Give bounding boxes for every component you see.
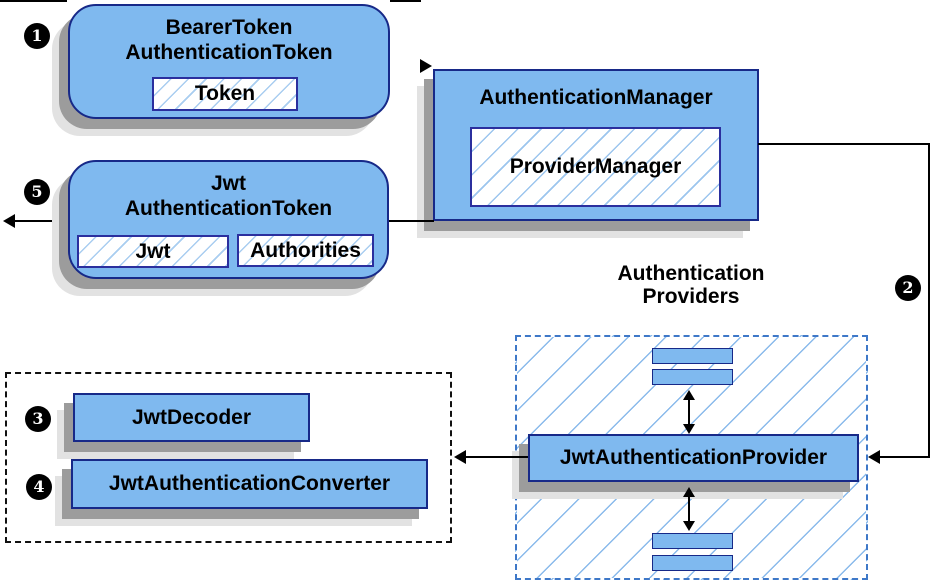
step-badge-5-label: 5	[31, 182, 43, 201]
connector-into-provider	[878, 456, 930, 458]
jwt-authentication-provider-label: JwtAuthenticationProvider	[559, 446, 828, 469]
jwt-authentication-converter-node: JwtAuthenticationConverter	[71, 459, 428, 509]
arrowhead-down-icon	[683, 424, 695, 434]
provider-manager-chip-label: ProviderManager	[509, 155, 682, 178]
provider-slot-bar	[652, 555, 733, 571]
bearer-token-title: BearerToken AuthenticationToken	[70, 6, 388, 65]
token-chip: Token	[152, 77, 298, 111]
jwt-decoder-label: JwtDecoder	[131, 405, 252, 429]
step-badge-3-label: 3	[32, 409, 44, 428]
providers-panel-title-line2: Providers	[642, 285, 740, 308]
step-badge-1-label: 1	[31, 26, 43, 45]
jwt-chip-label: Jwt	[135, 239, 171, 263]
connector-response-out	[13, 220, 69, 222]
token-chip-label: Token	[194, 82, 256, 105]
connector-providers-bottom	[688, 495, 690, 523]
jwt-decoder-node: JwtDecoder	[73, 393, 310, 442]
provider-manager-chip: ProviderManager	[470, 127, 721, 207]
authorities-chip-label: Authorities	[250, 238, 361, 262]
arrowhead-left-icon	[868, 450, 880, 464]
step-badge-4: 4	[26, 474, 52, 500]
arrowhead-left-converters-icon	[454, 450, 466, 464]
provider-slot-bar	[652, 369, 733, 385]
arrowhead-up-icon	[683, 487, 695, 497]
step-badge-2: 2	[895, 275, 921, 301]
jwt-authentication-provider-node: JwtAuthenticationProvider	[528, 434, 859, 482]
arrowhead-left-out-icon	[3, 214, 15, 228]
providers-panel-title: Authentication Providers	[541, 262, 841, 308]
connector-request-in	[0, 0, 67, 2]
step-badge-1: 1	[24, 23, 50, 49]
jwt-token-title-line1: Jwt	[210, 172, 246, 195]
bearer-token-title-line1: BearerToken	[165, 16, 293, 39]
jwt-token-title: Jwt AuthenticationToken	[70, 162, 387, 221]
connector-providers-top	[688, 398, 690, 426]
providers-panel-title-line1: Authentication	[617, 262, 765, 285]
jwt-authentication-converter-label: JwtAuthenticationConverter	[108, 472, 391, 495]
authorities-chip: Authorities	[237, 234, 374, 267]
arrowhead-down-icon	[683, 521, 695, 531]
authentication-manager-title: AuthenticationManager	[479, 86, 713, 109]
connector-manager-to-provider-h	[758, 143, 930, 145]
converters-panel	[5, 372, 452, 543]
step-badge-5: 5	[24, 179, 50, 205]
jwt-chip: Jwt	[77, 235, 229, 268]
connector-manager-to-provider-v	[928, 143, 930, 458]
step-badge-4-label: 4	[33, 477, 45, 496]
step-badge-3: 3	[25, 406, 51, 432]
provider-slot-bar	[652, 348, 733, 364]
step-badge-2-label: 2	[902, 278, 914, 297]
arrowhead-up-icon	[683, 390, 695, 400]
connector-bearer-to-manager	[390, 0, 421, 2]
bearer-token-title-line2: AuthenticationToken	[125, 41, 333, 64]
provider-slot-bar	[652, 533, 733, 549]
connector-provider-to-converters	[465, 456, 528, 458]
jwt-token-title-line2: AuthenticationToken	[124, 197, 333, 220]
connector-manager-to-jwt-token	[388, 220, 434, 222]
arrowhead-right-icon	[420, 59, 432, 73]
